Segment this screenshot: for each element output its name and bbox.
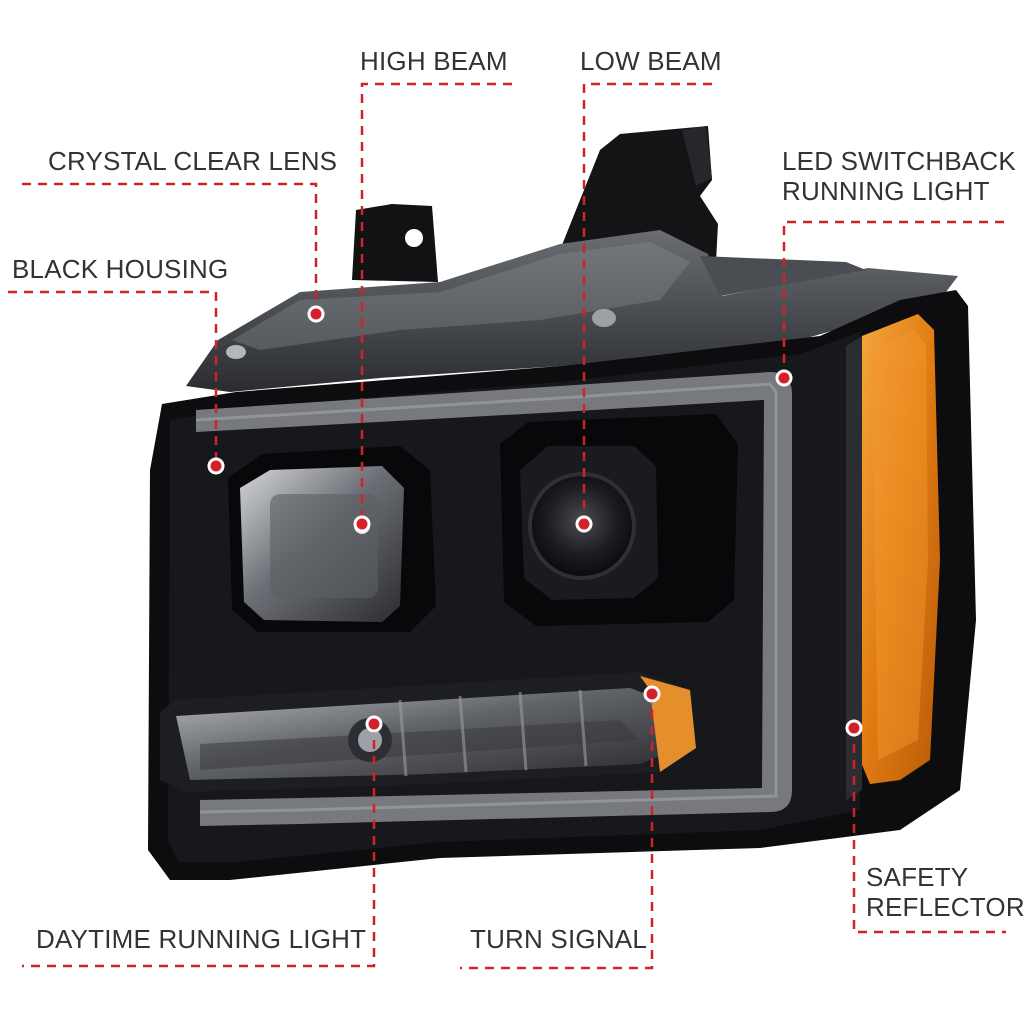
mount-bracket-left <box>352 204 438 282</box>
high-beam-leader <box>360 82 512 524</box>
black-housing-dot <box>207 457 225 475</box>
mount-hole-left <box>405 229 423 247</box>
black-housing-leader <box>8 290 218 466</box>
crystal-clear-lens-leader <box>22 182 318 314</box>
safety-reflector-label-line2: REFLECTOR <box>866 892 1024 922</box>
turn-signal-dot <box>643 685 661 703</box>
daytime-running-light-leader <box>22 724 376 968</box>
safety-reflector-dot <box>845 719 863 737</box>
turn-signal-label: TURN SIGNAL <box>470 924 648 954</box>
daytime-running-light-label: DAYTIME RUNNING LIGHT <box>36 924 367 954</box>
safety-reflector-label-line1: SAFETY <box>866 862 969 892</box>
callout-leaders <box>8 82 1006 970</box>
high-beam-label: HIGH BEAM <box>360 46 508 76</box>
led-switchback-label-line1: LED SWITCHBACK <box>782 146 1016 176</box>
led-switchback-label-line2: RUNNING LIGHT <box>782 176 990 206</box>
top-lens <box>186 230 958 392</box>
led-switchback-dot <box>775 369 793 387</box>
crystal-clear-lens-dot <box>307 305 325 323</box>
safety-reflector-leader <box>852 728 1006 934</box>
led-switchback-leader <box>782 220 1004 378</box>
crystal-clear-lens-label: CRYSTAL CLEAR LENS <box>48 146 338 176</box>
turn-signal-leader <box>460 694 654 970</box>
daytime-running-light-dot <box>365 715 383 733</box>
low-beam-dot <box>575 515 593 533</box>
low-beam-label: LOW BEAM <box>580 46 722 76</box>
low-beam-leader <box>582 82 712 524</box>
high-beam-dot <box>353 515 371 533</box>
black-housing-label: BLACK HOUSING <box>12 254 229 284</box>
headlight-image <box>148 126 976 880</box>
amber-reflector <box>860 314 940 784</box>
